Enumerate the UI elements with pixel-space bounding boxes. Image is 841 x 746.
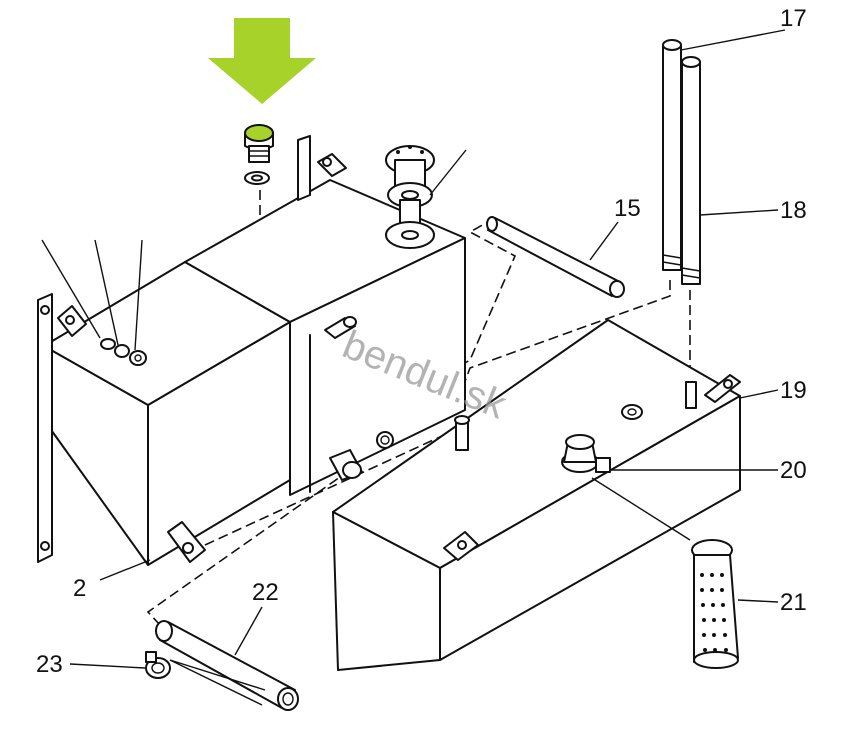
tank-bottom-tab[interactable] bbox=[167, 521, 206, 563]
callout-leaders bbox=[69, 29, 786, 706]
filler-strainer[interactable] bbox=[691, 539, 739, 669]
right-tank-vent-spigot[interactable] bbox=[685, 381, 697, 409]
right-fuel-tank[interactable] bbox=[332, 319, 741, 671]
right-tank-mounting-bracket[interactable] bbox=[704, 374, 741, 403]
callout-18: 18 bbox=[780, 197, 807, 224]
connecting-hose[interactable] bbox=[155, 620, 299, 711]
right-tank-bottom-tab[interactable] bbox=[443, 531, 479, 561]
vent-pipe-17[interactable] bbox=[662, 39, 682, 271]
callout-22: 22 bbox=[252, 579, 279, 606]
connecting-pipe[interactable] bbox=[486, 216, 625, 298]
filler-neck-with-cap[interactable] bbox=[561, 434, 611, 473]
highlight-arrow-icon bbox=[208, 18, 316, 104]
left-tank-fitting-top[interactable] bbox=[324, 316, 357, 339]
left-tank-outlet-fitting[interactable] bbox=[329, 449, 363, 481]
tank-mounting-tab[interactable] bbox=[57, 305, 87, 337]
callout-19: 19 bbox=[780, 377, 807, 404]
callout-17: 17 bbox=[780, 5, 807, 32]
filler-cap[interactable] bbox=[244, 124, 274, 163]
left-mounting-strap[interactable] bbox=[37, 293, 53, 563]
callout-15: 15 bbox=[614, 195, 641, 222]
nut-washer-stack[interactable] bbox=[100, 338, 147, 366]
vent-pipe-18[interactable] bbox=[681, 56, 701, 285]
filler-washer[interactable] bbox=[244, 171, 270, 185]
leader-lines-left bbox=[41, 239, 143, 351]
left-tank-drain-plug[interactable] bbox=[376, 431, 394, 449]
upper-mounting-bracket[interactable] bbox=[297, 135, 347, 201]
callout-20: 20 bbox=[780, 457, 807, 484]
right-tank-side-fitting[interactable] bbox=[454, 415, 470, 451]
left-fuel-tank[interactable] bbox=[43, 179, 466, 566]
right-tank-plug[interactable] bbox=[621, 404, 643, 420]
callout-21: 21 bbox=[780, 589, 807, 616]
level-sender-unit[interactable] bbox=[385, 145, 467, 249]
hose-clamp[interactable] bbox=[145, 651, 171, 679]
callout-2: 2 bbox=[73, 575, 86, 602]
callout-23: 23 bbox=[36, 651, 63, 678]
